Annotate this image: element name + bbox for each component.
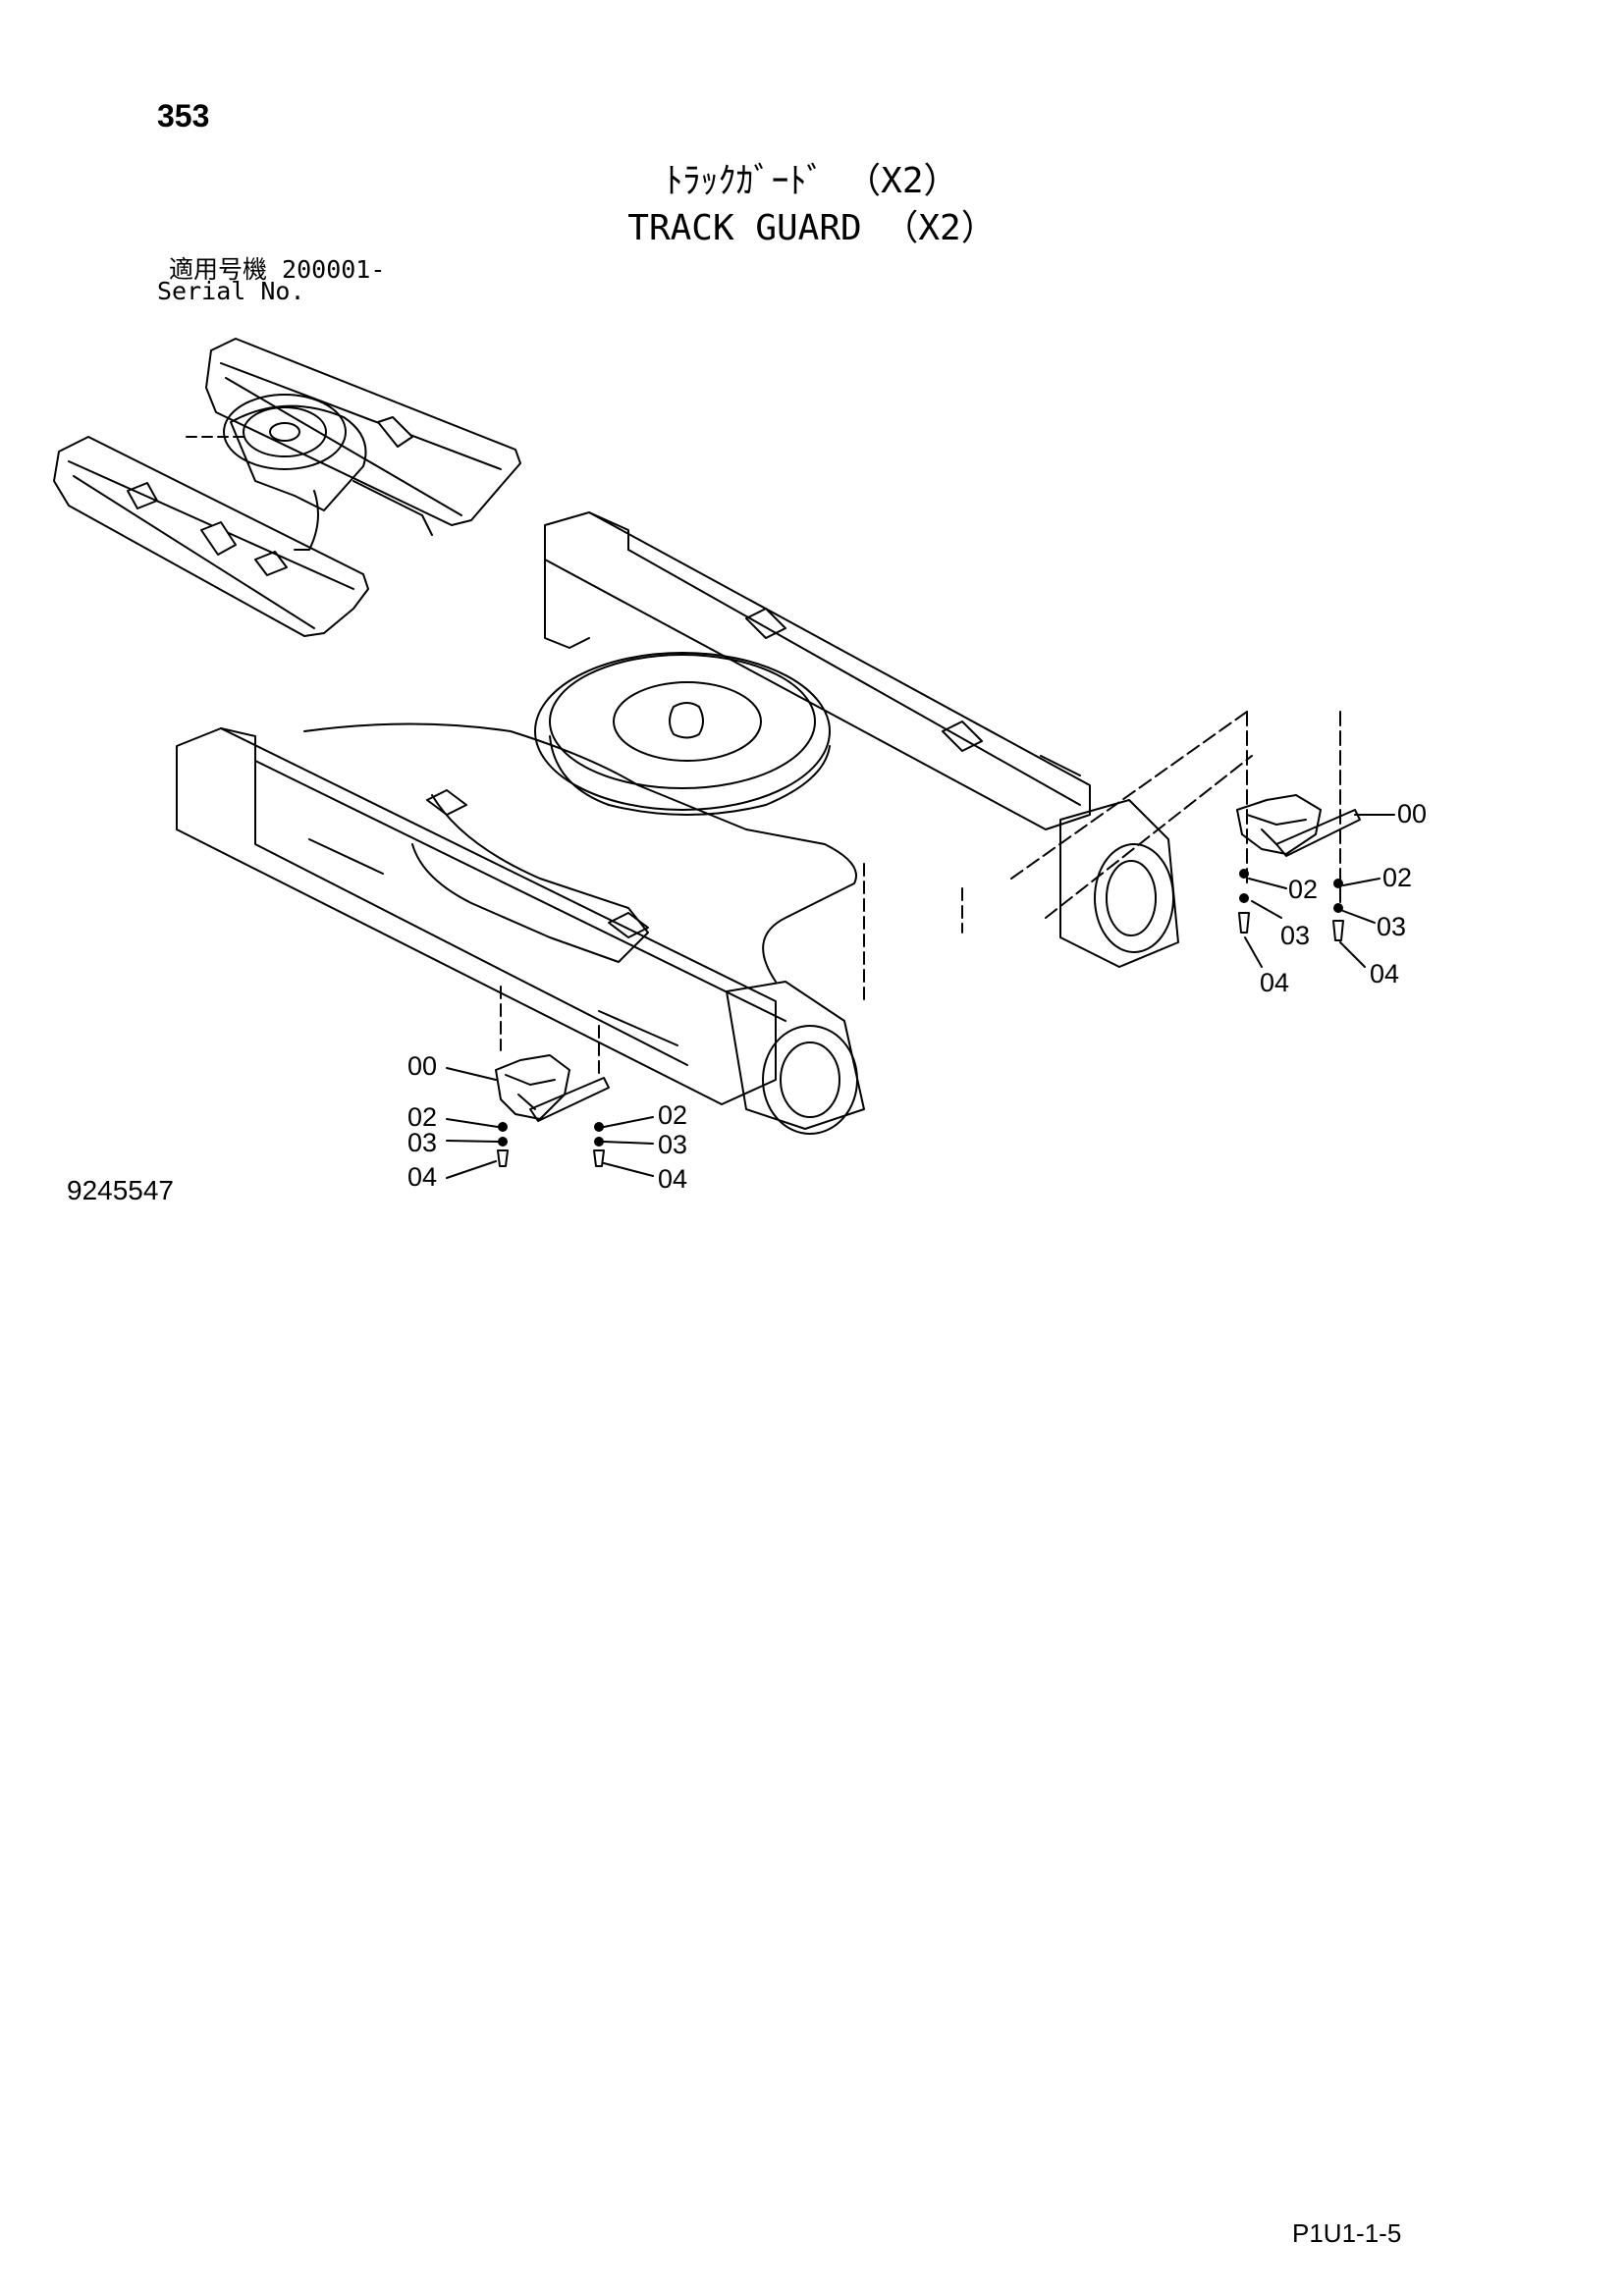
callout-right-03a: 03: [1280, 921, 1310, 950]
callout-right-02a: 02: [1288, 875, 1318, 904]
overview-undercarriage: [53, 338, 521, 637]
page-number: 353: [157, 98, 210, 133]
callout-right-00: 00: [1397, 799, 1427, 828]
callout-left-04a: 04: [407, 1162, 437, 1192]
serial-applicable-label: 適用号機 200001-: [169, 255, 386, 284]
callout-left-02b: 02: [658, 1100, 687, 1130]
document-code: P1U1-1-5: [1292, 2218, 1402, 2248]
callout-right-04a: 04: [1260, 968, 1289, 997]
track-frame: [176, 511, 1341, 1135]
callout-left-03a: 03: [407, 1128, 437, 1157]
track-guard-left: [446, 1054, 654, 1179]
callout-right-02b: 02: [1382, 863, 1412, 892]
callout-left-04b: 04: [658, 1164, 687, 1194]
title-english: TRACK GUARD （X2）: [627, 208, 997, 248]
callout-left-02a: 02: [407, 1102, 437, 1132]
track-guard-right: [1236, 794, 1395, 968]
title-japanese: ﾄﾗｯｸｶﾞｰﾄﾞ （X2）: [665, 161, 959, 201]
callout-right-04b: 04: [1370, 959, 1399, 988]
callout-right-03b: 03: [1377, 912, 1406, 941]
callout-left-00: 00: [407, 1051, 437, 1081]
figure-number: 9245547: [67, 1175, 175, 1205]
callout-left-03b: 03: [658, 1130, 687, 1159]
serial-number-label: Serial No.: [157, 277, 305, 305]
